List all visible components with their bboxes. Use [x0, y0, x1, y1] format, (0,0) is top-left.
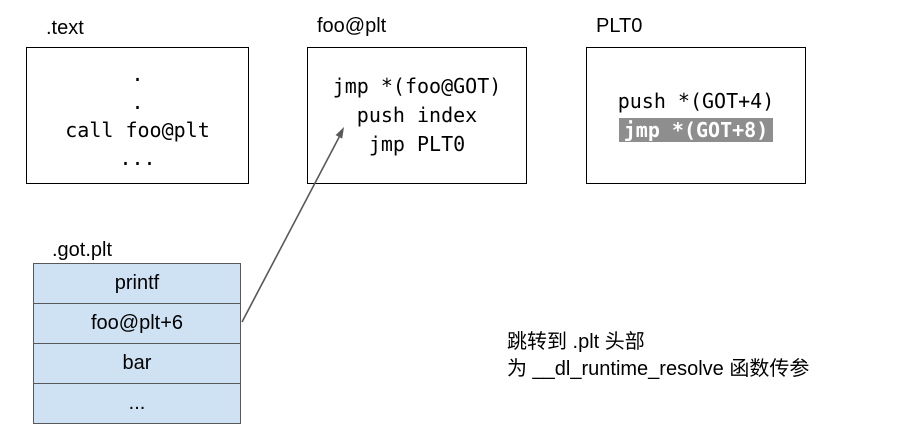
- highlighted-code-line: jmp *(GOT+8): [618, 116, 774, 145]
- highlight-span: jmp *(GOT+8): [618, 117, 774, 142]
- table-row: ...: [34, 383, 240, 423]
- code-line: ...: [119, 145, 156, 170]
- plt0-section-label: PLT0: [596, 15, 643, 37]
- code-line: push index: [356, 103, 478, 127]
- table-row: foo@plt+6: [34, 303, 240, 343]
- code-line: .: [131, 89, 144, 114]
- table-row: printf: [34, 264, 240, 303]
- plt0-section-box: push *(GOT+4) jmp *(GOT+8): [586, 47, 806, 184]
- annotation-line: 为 __dl_runtime_resolve 函数传参: [507, 358, 810, 380]
- annotation-line: 跳转到 .plt 头部: [507, 331, 645, 353]
- table-row: bar: [34, 343, 240, 383]
- code-line: call foo@plt: [65, 117, 210, 142]
- text-section-label: .text: [46, 17, 84, 39]
- foo-plt-section-box: jmp *(foo@GOT) push index jmp PLT0: [307, 47, 527, 184]
- annotation-text: 跳转到 .plt 头部 为 __dl_runtime_resolve 函数传参: [507, 329, 809, 383]
- text-section-box: . . call foo@plt ...: [26, 47, 249, 184]
- code-line: jmp PLT0: [368, 132, 466, 156]
- got-plt-table: printf foo@plt+6 bar ...: [33, 263, 241, 424]
- got-plt-section-label: .got.plt: [52, 239, 113, 261]
- code-line: push *(GOT+4): [617, 88, 775, 113]
- foo-plt-section-label: foo@plt: [317, 15, 387, 37]
- code-line: jmp *(foo@GOT): [332, 74, 502, 98]
- code-line: .: [131, 61, 144, 86]
